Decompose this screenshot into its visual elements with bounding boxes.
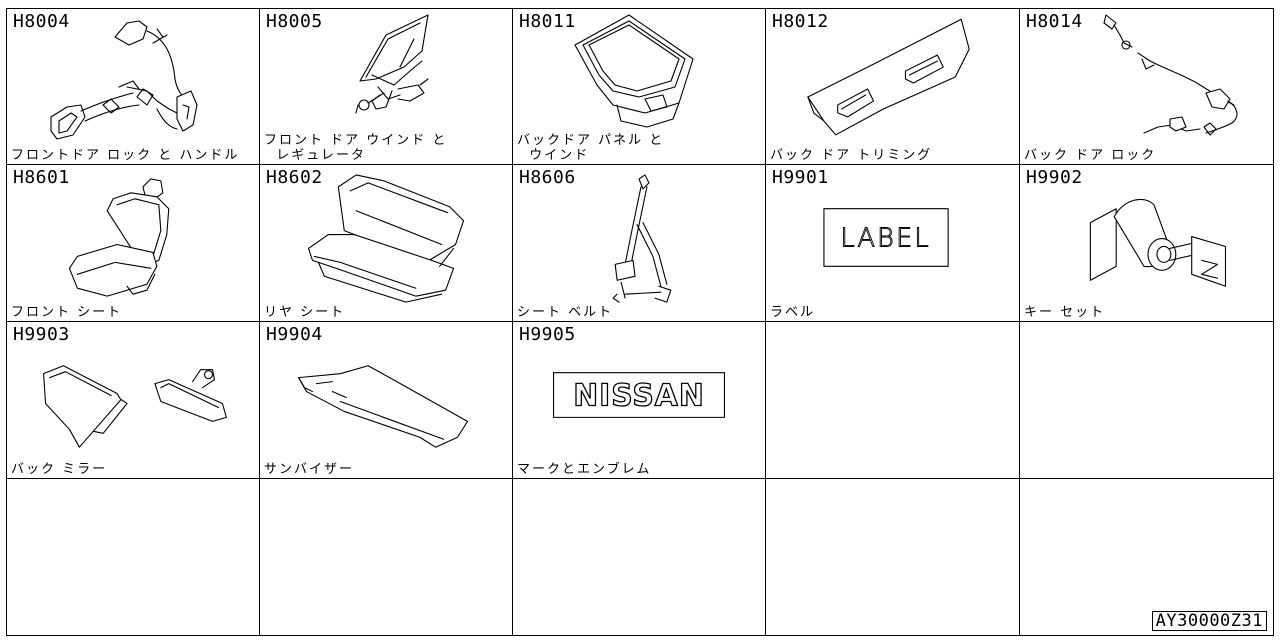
diagram-reference-code: AY30000Z31 [1151, 611, 1267, 631]
part-cell-h8606[interactable]: H8606 シート ベルト [513, 165, 766, 322]
part-name: キー セット [1024, 305, 1106, 320]
part-name: ラベル [770, 305, 816, 320]
label-sticker-text: LABEL [840, 223, 930, 253]
part-name: フロント シート [11, 305, 123, 320]
front-seat-illustration [7, 165, 260, 321]
parts-catalog-grid: H8004 フロントドア ロック と ハンドル H8005 フロント ドア ウイ… [6, 8, 1274, 636]
part-code: H9902 [1026, 167, 1083, 188]
back-door-panel-illustration [513, 9, 766, 165]
part-cell-h8602[interactable]: H8602 リヤ シート [260, 165, 513, 322]
empty-cell [766, 479, 1020, 635]
empty-cell: AY30000Z31 [1020, 479, 1273, 635]
part-cell-h8011[interactable]: H8011 バックドア パネル と ウインド [513, 9, 766, 165]
part-code: H8004 [13, 11, 70, 32]
part-code: H8011 [519, 11, 576, 32]
part-cell-h8601[interactable]: H8601 フロント シート [7, 165, 260, 322]
key-set-illustration [1020, 165, 1273, 321]
rear-seat-illustration [260, 165, 513, 321]
part-name: リヤ シート [264, 305, 346, 320]
part-code: H8014 [1026, 11, 1083, 32]
back-mirror-illustration [7, 322, 260, 478]
part-cell-h9904[interactable]: H9904 サンバイザー [260, 322, 513, 479]
part-name: バック ドア ロック [1024, 148, 1157, 163]
part-code: H9904 [266, 324, 323, 345]
empty-cell [260, 479, 513, 635]
part-name: バック ミラー [11, 462, 108, 477]
part-cell-h9901[interactable]: LABEL H9901 ラベル [766, 165, 1020, 322]
part-name: フロント ドア ウインド と レギュレータ [264, 133, 448, 163]
part-name: バックドア パネル と ウインド [517, 133, 665, 163]
part-name: フロントドア ロック と ハンドル [11, 148, 240, 163]
part-cell-h8004[interactable]: H8004 フロントドア ロック と ハンドル [7, 9, 260, 165]
door-window-regulator-illustration [260, 9, 513, 165]
part-cell-h8005[interactable]: H8005 フロント ドア ウインド と レギュレータ [260, 9, 513, 165]
part-code: H8005 [266, 11, 323, 32]
part-code: H8012 [772, 11, 829, 32]
emblem-illustration: NISSAN [513, 322, 766, 478]
part-code: H8602 [266, 167, 323, 188]
part-cell-h9905[interactable]: NISSAN H9905 マークとエンブレム [513, 322, 766, 479]
part-code: H9905 [519, 324, 576, 345]
empty-cell [766, 322, 1020, 479]
part-name: マークとエンブレム [517, 462, 652, 477]
emblem-text: NISSAN [573, 378, 705, 413]
part-cell-h8014[interactable]: H8014 バック ドア ロック [1020, 9, 1273, 165]
empty-cell [7, 479, 260, 635]
part-name: サンバイザー [264, 462, 355, 477]
label-illustration: LABEL [766, 165, 1019, 321]
part-code: H8601 [13, 167, 70, 188]
part-code: H9901 [772, 167, 829, 188]
part-cell-h8012[interactable]: H8012 バック ドア トリミング [766, 9, 1020, 165]
part-name: バック ドア トリミング [770, 148, 933, 163]
part-name: シート ベルト [517, 305, 614, 320]
seat-belt-illustration [513, 165, 766, 321]
part-cell-h9902[interactable]: H9902 キー セット [1020, 165, 1273, 322]
part-code: H8606 [519, 167, 576, 188]
sun-visor-illustration [260, 322, 513, 478]
door-lock-handle-illustration [7, 9, 260, 165]
part-cell-h9903[interactable]: H9903 バック ミラー [7, 322, 260, 479]
back-door-trim-illustration [766, 9, 1019, 165]
empty-cell [513, 479, 766, 635]
part-code: H9903 [13, 324, 70, 345]
back-door-lock-illustration [1020, 9, 1273, 165]
empty-cell [1020, 322, 1273, 479]
